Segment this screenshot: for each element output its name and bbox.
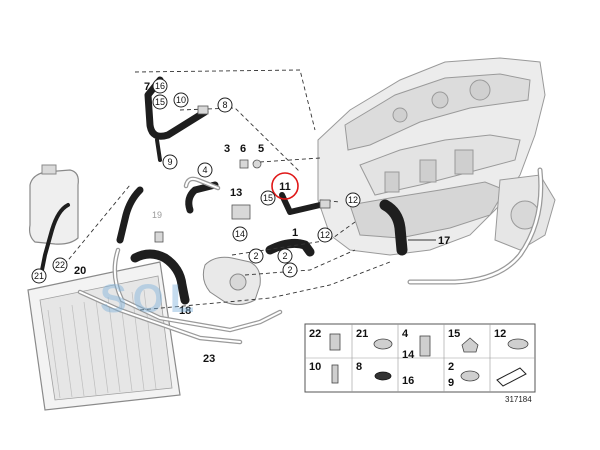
label-22: 22 xyxy=(55,260,65,270)
thermostat-housing xyxy=(202,256,261,306)
label-1: 1 xyxy=(292,227,298,239)
legend-2: 2 xyxy=(448,361,454,373)
legend-8: 8 xyxy=(356,361,362,373)
legend-15: 15 xyxy=(448,328,460,340)
legend-panel: 22 21 4 14 15 12 10 8 16 2 9 xyxy=(304,323,536,393)
coolant-hoses xyxy=(40,76,408,305)
legend-12: 12 xyxy=(494,328,506,340)
legend-21: 21 xyxy=(356,328,368,340)
radiator xyxy=(27,261,181,411)
label-15b: 15 xyxy=(263,193,273,203)
label-2b: 2 xyxy=(282,251,287,261)
label-4: 4 xyxy=(202,165,207,175)
label-20: 20 xyxy=(74,265,86,277)
label-12b: 12 xyxy=(320,230,330,240)
label-16: 16 xyxy=(155,81,165,91)
engine-block xyxy=(317,57,556,256)
legend-10: 10 xyxy=(309,361,321,373)
watermark: SOL xyxy=(100,277,200,321)
label-18: 18 xyxy=(179,305,191,317)
direction-arrow-icon xyxy=(496,367,527,387)
label-15a: 15 xyxy=(155,97,165,107)
label-9: 9 xyxy=(167,157,172,167)
legend-16: 16 xyxy=(402,375,414,387)
diagram-id: 317184 xyxy=(505,395,532,404)
label-8: 8 xyxy=(222,100,227,110)
label-23: 23 xyxy=(203,353,215,365)
label-11: 11 xyxy=(279,181,291,193)
label-10: 10 xyxy=(176,95,186,105)
label-5: 5 xyxy=(258,143,264,155)
legend-9: 9 xyxy=(448,377,454,389)
label-17: 17 xyxy=(438,235,450,247)
label-13: 13 xyxy=(230,187,242,199)
label-3: 3 xyxy=(224,143,230,155)
label-19: 19 xyxy=(152,210,162,220)
label-12a: 12 xyxy=(348,195,358,205)
legend-22: 22 xyxy=(309,328,321,340)
part-labels: 7 16 15 10 8 9 3 6 5 4 11 13 15 14 12 12… xyxy=(31,78,450,365)
label-21: 21 xyxy=(34,271,44,281)
legend-14: 14 xyxy=(402,349,415,361)
label-2a: 2 xyxy=(253,251,258,261)
label-6: 6 xyxy=(240,143,246,155)
label-2c: 2 xyxy=(287,265,292,275)
label-7: 7 xyxy=(144,81,150,93)
highlight-ring xyxy=(271,172,299,200)
expansion-tank xyxy=(28,164,79,245)
legend-4: 4 xyxy=(402,328,409,340)
hose-clamps xyxy=(154,105,331,243)
label-14: 14 xyxy=(235,229,245,239)
dashed-leader-lines xyxy=(59,69,391,311)
